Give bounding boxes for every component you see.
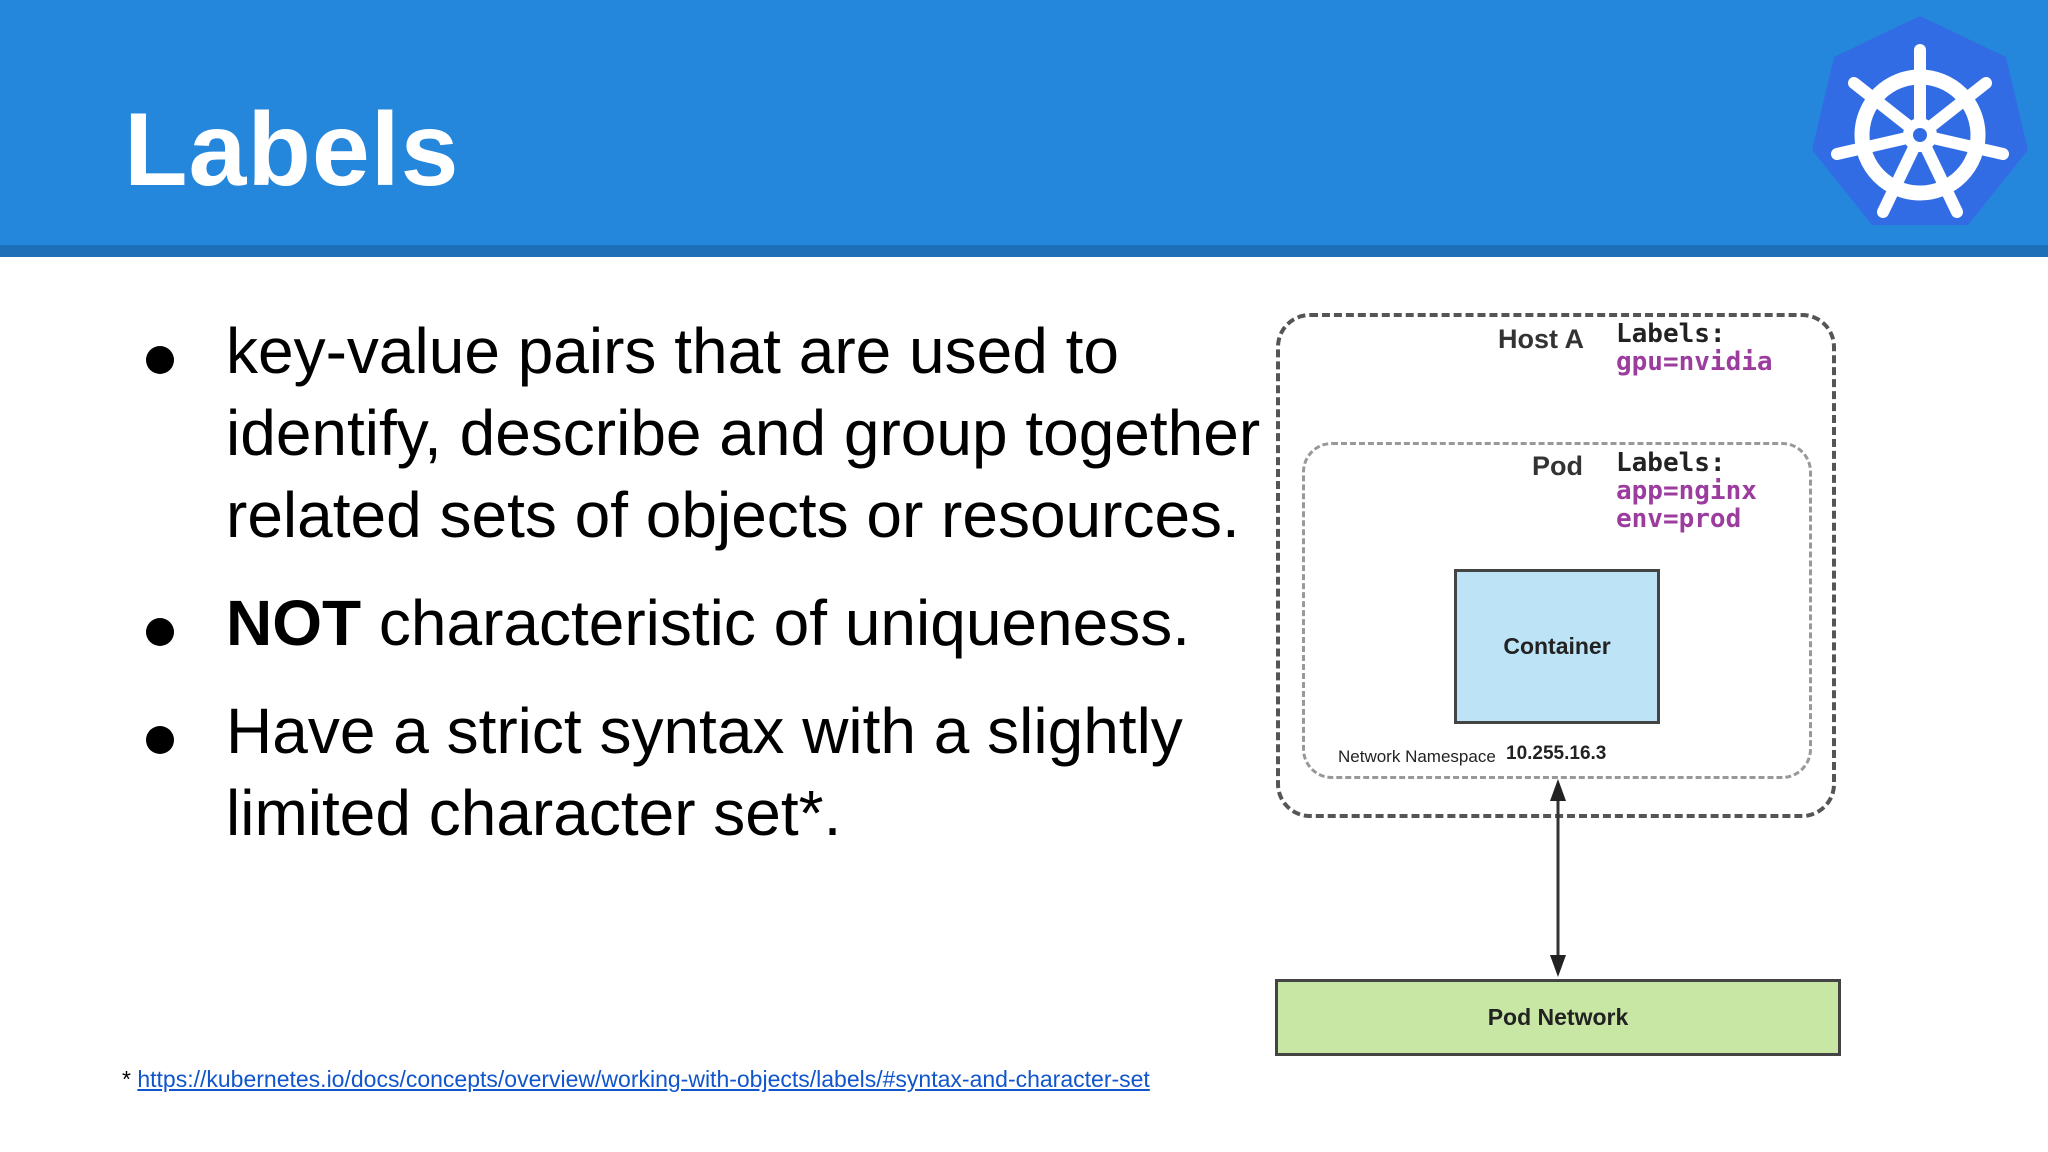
bullet-list: key-value pairs that are used to identif… <box>140 310 1270 880</box>
bullet-dot <box>146 346 174 374</box>
host-labels: Labels:gpu=nvidia <box>1616 320 1773 376</box>
bullet-text: Have a strict syntax with a slightly lim… <box>226 695 1183 849</box>
pod-labels-diagram: Host A Labels:gpu=nvidia Pod Labels:app=… <box>1268 305 1848 1065</box>
footnote-link[interactable]: https://kubernetes.io/docs/concepts/over… <box>137 1066 1150 1092</box>
host-labels-heading: Labels: <box>1616 319 1726 349</box>
bullet-dot <box>146 726 174 754</box>
pod-labels-heading: Labels: <box>1616 448 1726 478</box>
kubernetes-helm-wheel-icon <box>1812 16 2028 225</box>
bullet-item: Have a strict syntax with a slightly lim… <box>140 690 1270 854</box>
host-name: Host A <box>1498 324 1584 354</box>
pod-label-value: app=nginx <box>1616 476 1757 506</box>
network-namespace-label: Network Namespace <box>1338 747 1496 766</box>
bullet-dot <box>146 618 174 646</box>
bullet-item: key-value pairs that are used to identif… <box>140 310 1270 556</box>
network-namespace-ip: 10.255.16.3 <box>1506 743 1607 764</box>
container-box: Container <box>1454 569 1660 724</box>
footnote: * https://kubernetes.io/docs/concepts/ov… <box>122 1066 1150 1093</box>
bullet-text: key-value pairs that are used to identif… <box>226 315 1261 551</box>
pod-box <box>1302 442 1812 779</box>
header-divider <box>0 245 2048 257</box>
slide-title: Labels <box>124 92 460 208</box>
host-box <box>1276 313 1836 818</box>
pod-name: Pod <box>1532 451 1583 481</box>
bullet-item: NOT characteristic of uniqueness. <box>140 582 1270 664</box>
pod-label-value: env=prod <box>1616 504 1742 534</box>
footnote-marker: * <box>122 1066 138 1092</box>
bullet-text: NOT characteristic of uniqueness. <box>226 587 1190 659</box>
slide-header <box>0 0 2048 245</box>
host-label-value: gpu=nvidia <box>1616 347 1773 377</box>
pod-network-box: Pod Network <box>1275 979 1841 1056</box>
network-link-arrow <box>1550 779 1566 977</box>
